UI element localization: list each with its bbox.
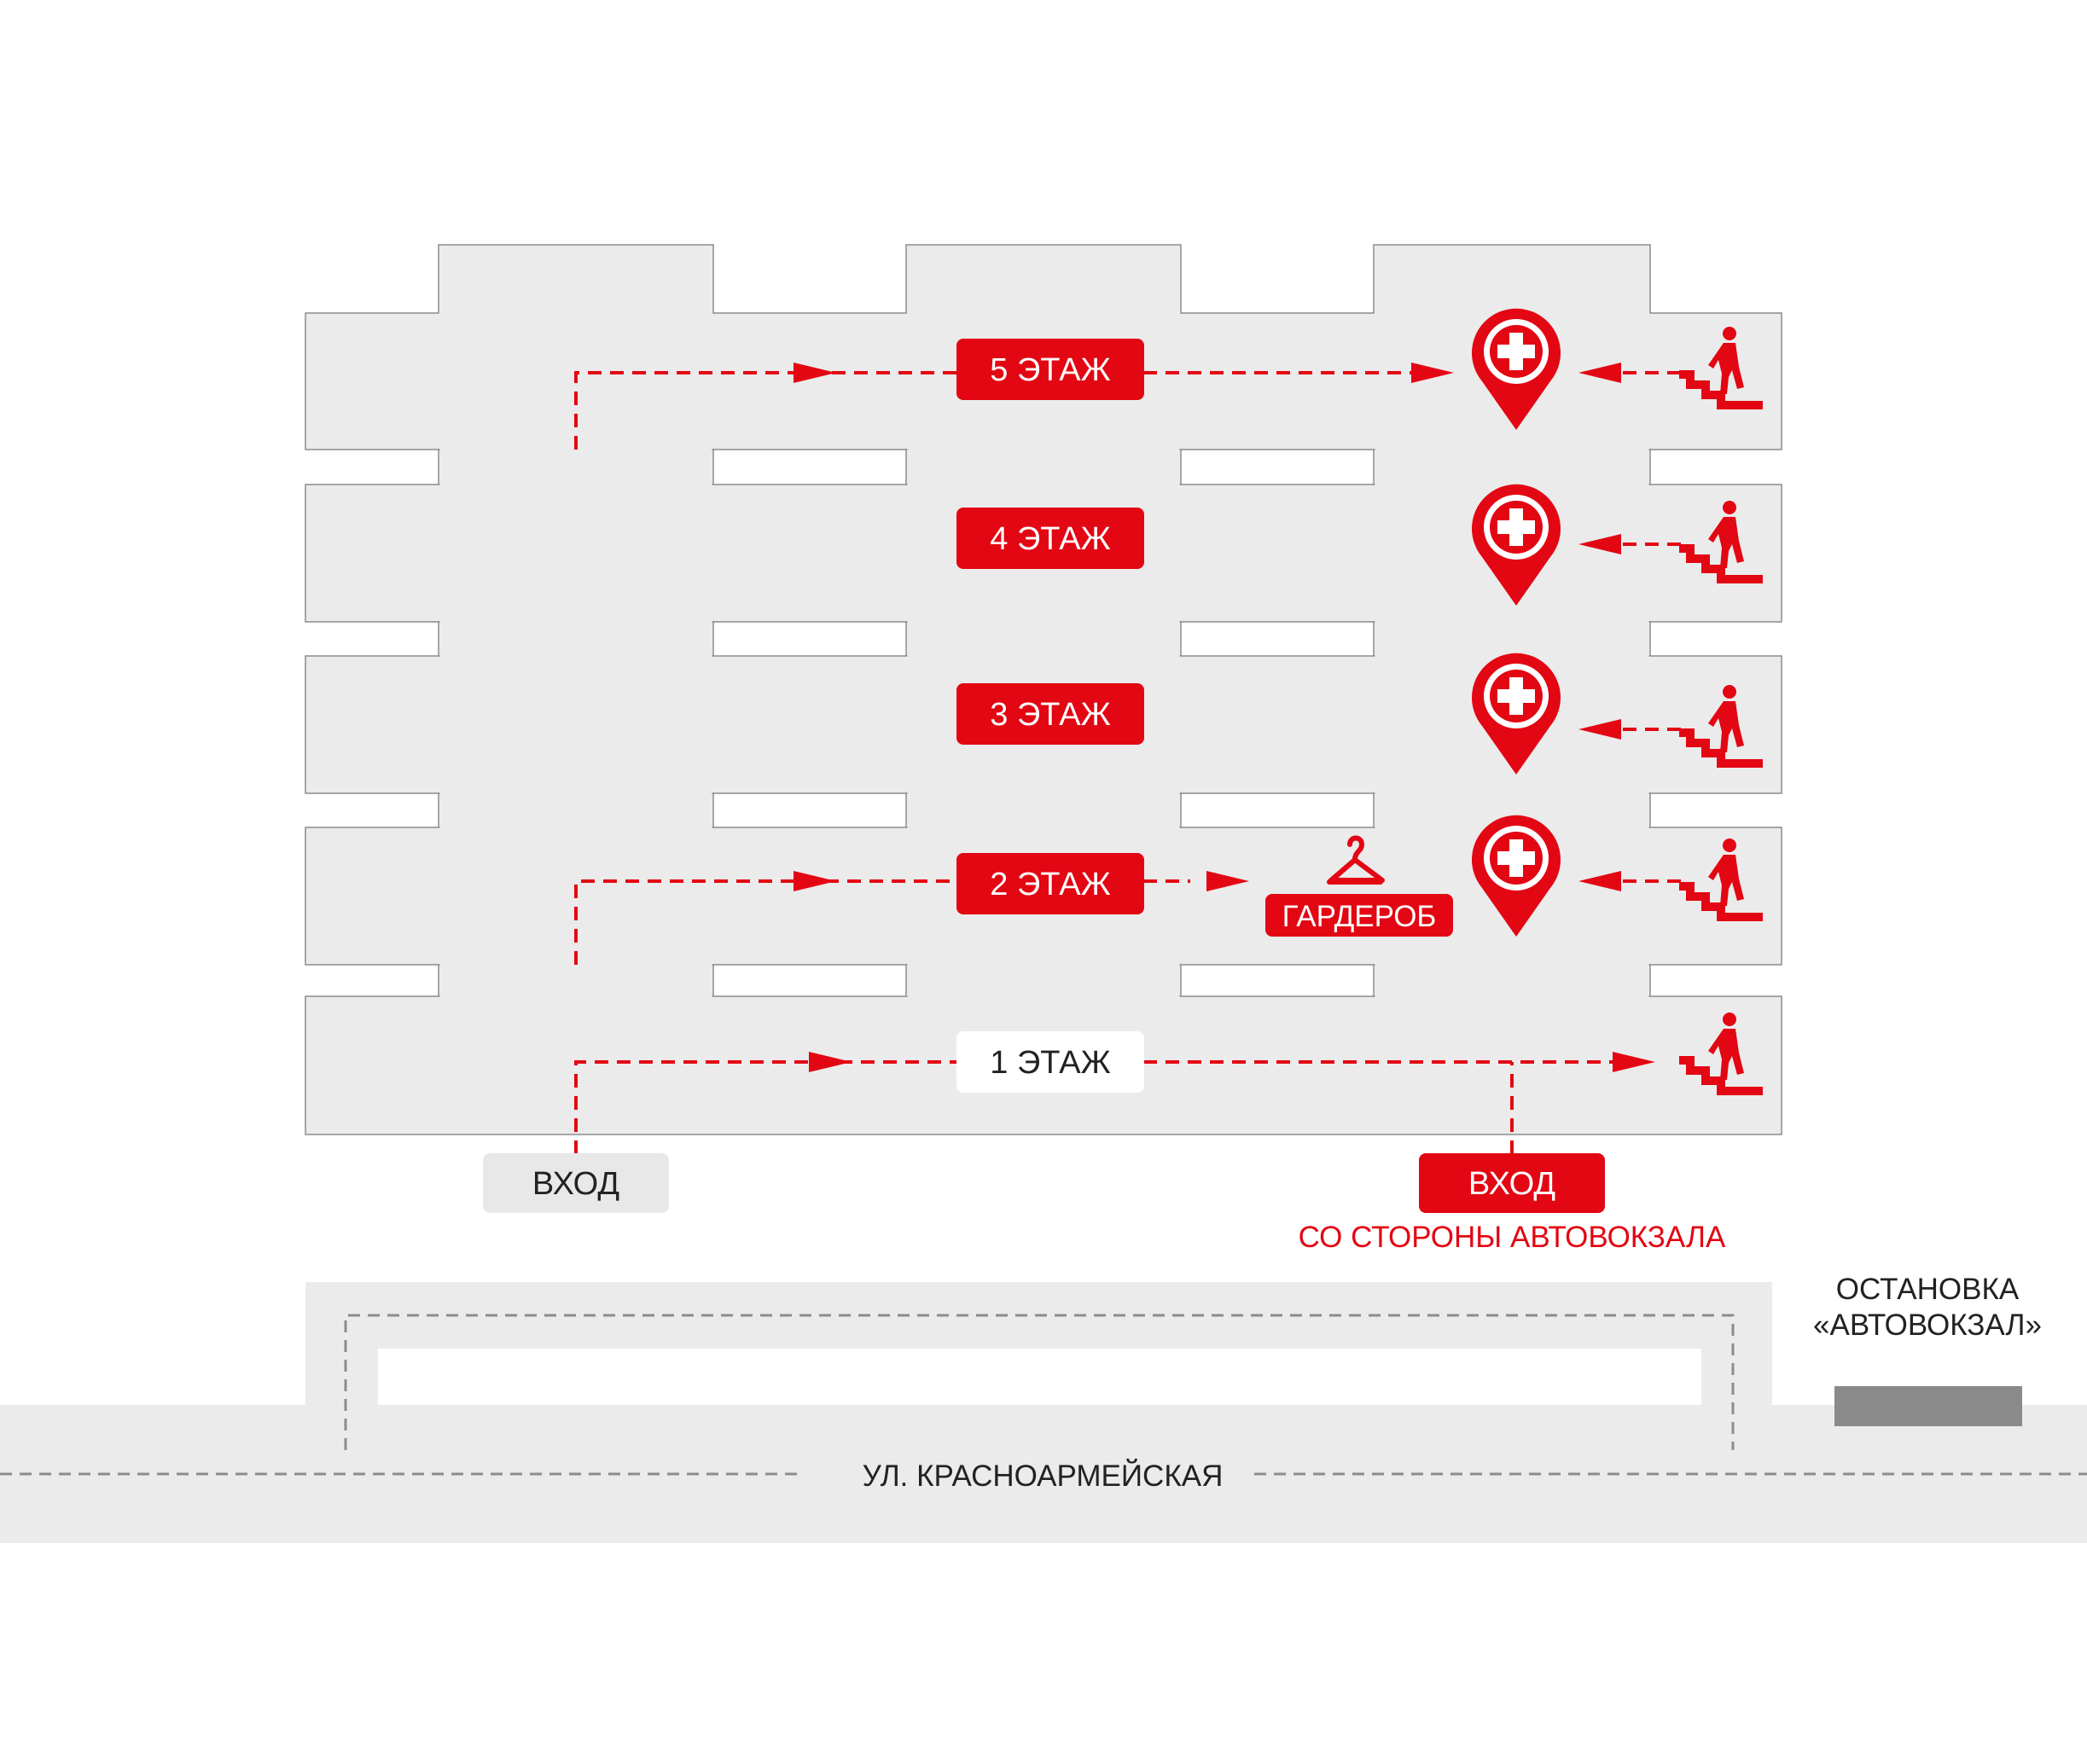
arrow-right-icon bbox=[794, 363, 836, 383]
connector bbox=[1373, 964, 1651, 997]
medical-pin-icon bbox=[1472, 484, 1561, 606]
connector bbox=[905, 792, 1182, 828]
arrow-left-icon bbox=[1578, 871, 1621, 891]
arrow-left-icon bbox=[1578, 363, 1621, 383]
connector bbox=[438, 792, 714, 828]
entrance-bus-side-label: ВХОД bbox=[1468, 1166, 1555, 1202]
connector bbox=[1373, 449, 1651, 485]
medical-pin-icon bbox=[1472, 815, 1561, 937]
driveway-loop bbox=[305, 1282, 1772, 1405]
floor-1-text: 1 ЭТАЖ bbox=[990, 1045, 1110, 1081]
stairs-climber-icon bbox=[1679, 838, 1763, 921]
floor-4-text: 4 ЭТАЖ bbox=[990, 521, 1110, 557]
connector bbox=[905, 964, 1182, 997]
entrance-bus-side: ВХОД СО СТОРОНЫ АВТОВОКЗАЛА bbox=[1299, 1153, 1726, 1254]
arrowheads bbox=[794, 363, 1655, 1072]
arrow-left-icon bbox=[1578, 719, 1621, 740]
building bbox=[305, 244, 1782, 1135]
stairs-climber-icon bbox=[1679, 685, 1763, 768]
connector bbox=[438, 621, 714, 657]
stairs-climber-icon bbox=[1679, 1013, 1763, 1095]
driveway-dash bbox=[344, 1314, 1735, 1450]
medical-pins bbox=[1472, 308, 1561, 937]
bus-stop-line2: «АВТОВОКЗАЛ» bbox=[1813, 1308, 2042, 1342]
floor-label-1: 1 ЭТАЖ bbox=[956, 1031, 1144, 1093]
connector bbox=[1373, 621, 1651, 657]
street bbox=[0, 1405, 2087, 1543]
arrow-right-icon bbox=[1411, 363, 1454, 383]
floor-label-3: 3 ЭТАЖ bbox=[956, 683, 1144, 745]
arrow-right-icon bbox=[794, 871, 836, 891]
arrow-right-icon bbox=[809, 1052, 852, 1072]
bus-stop: ОСТАНОВКА «АВТОВОКЗАЛ» bbox=[1813, 1273, 2042, 1426]
arrow-right-icon bbox=[1613, 1052, 1655, 1072]
connector bbox=[905, 621, 1182, 657]
floor-label-4: 4 ЭТАЖ bbox=[956, 508, 1144, 569]
entrance-bus-side-caption: СО СТОРОНЫ АВТОВОКЗАЛА bbox=[1299, 1221, 1726, 1254]
hanger-icon bbox=[1327, 835, 1385, 885]
floor-label-2: 2 ЭТАЖ bbox=[956, 853, 1144, 914]
floor-label-5: 5 ЭТАЖ bbox=[956, 339, 1144, 400]
floor-labels: 5 ЭТАЖ 4 ЭТАЖ 3 ЭТАЖ 2 ЭТАЖ 1 ЭТАЖ bbox=[956, 339, 1144, 1093]
medical-pin-icon bbox=[1472, 308, 1561, 430]
medical-pin-icon bbox=[1472, 653, 1561, 775]
entrance-main-label: ВХОД bbox=[532, 1166, 619, 1202]
floor-5-text: 5 ЭТАЖ bbox=[990, 352, 1110, 388]
connector bbox=[905, 449, 1182, 485]
arrow-left-icon bbox=[1578, 534, 1621, 554]
wardrobe: ГАРДЕРОБ bbox=[1265, 835, 1453, 937]
arrow-right-icon bbox=[1206, 871, 1249, 891]
entrance-main: ВХОД bbox=[483, 1153, 669, 1213]
wardrobe-label: ГАРДЕРОБ bbox=[1282, 900, 1437, 933]
stairs-climber-icon bbox=[1679, 327, 1763, 409]
floor-3-text: 3 ЭТАЖ bbox=[990, 697, 1110, 733]
stairs-icons bbox=[1679, 327, 1763, 1095]
bus-stop-marker bbox=[1834, 1386, 2022, 1426]
floor-2-text: 2 ЭТАЖ bbox=[990, 867, 1110, 902]
road: УЛ. КРАСНОАРМЕЙСКАЯ bbox=[0, 1282, 2087, 1543]
stairs-climber-icon bbox=[1679, 501, 1763, 583]
connector bbox=[438, 964, 714, 997]
bus-stop-line1: ОСТАНОВКА bbox=[1836, 1273, 2020, 1306]
connector bbox=[438, 449, 714, 485]
route-floor-5 bbox=[574, 371, 957, 450]
street-label: УЛ. КРАСНОАРМЕЙСКАЯ bbox=[863, 1459, 1224, 1493]
